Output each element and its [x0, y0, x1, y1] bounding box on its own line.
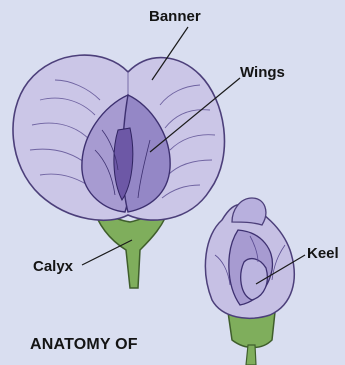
- wings-label: Wings: [240, 64, 285, 81]
- banner-label: Banner: [149, 8, 201, 25]
- calyx-label: Calyx: [33, 258, 73, 275]
- keel-flower-stem: [246, 345, 256, 365]
- closed-flower: [205, 198, 294, 365]
- calyx-leader-line: [82, 240, 132, 265]
- diagram-title: ANATOMY OF: [30, 336, 138, 354]
- keel-flower-top-petal: [232, 198, 266, 225]
- keel-label: Keel: [307, 245, 339, 262]
- open-flower: [13, 55, 224, 288]
